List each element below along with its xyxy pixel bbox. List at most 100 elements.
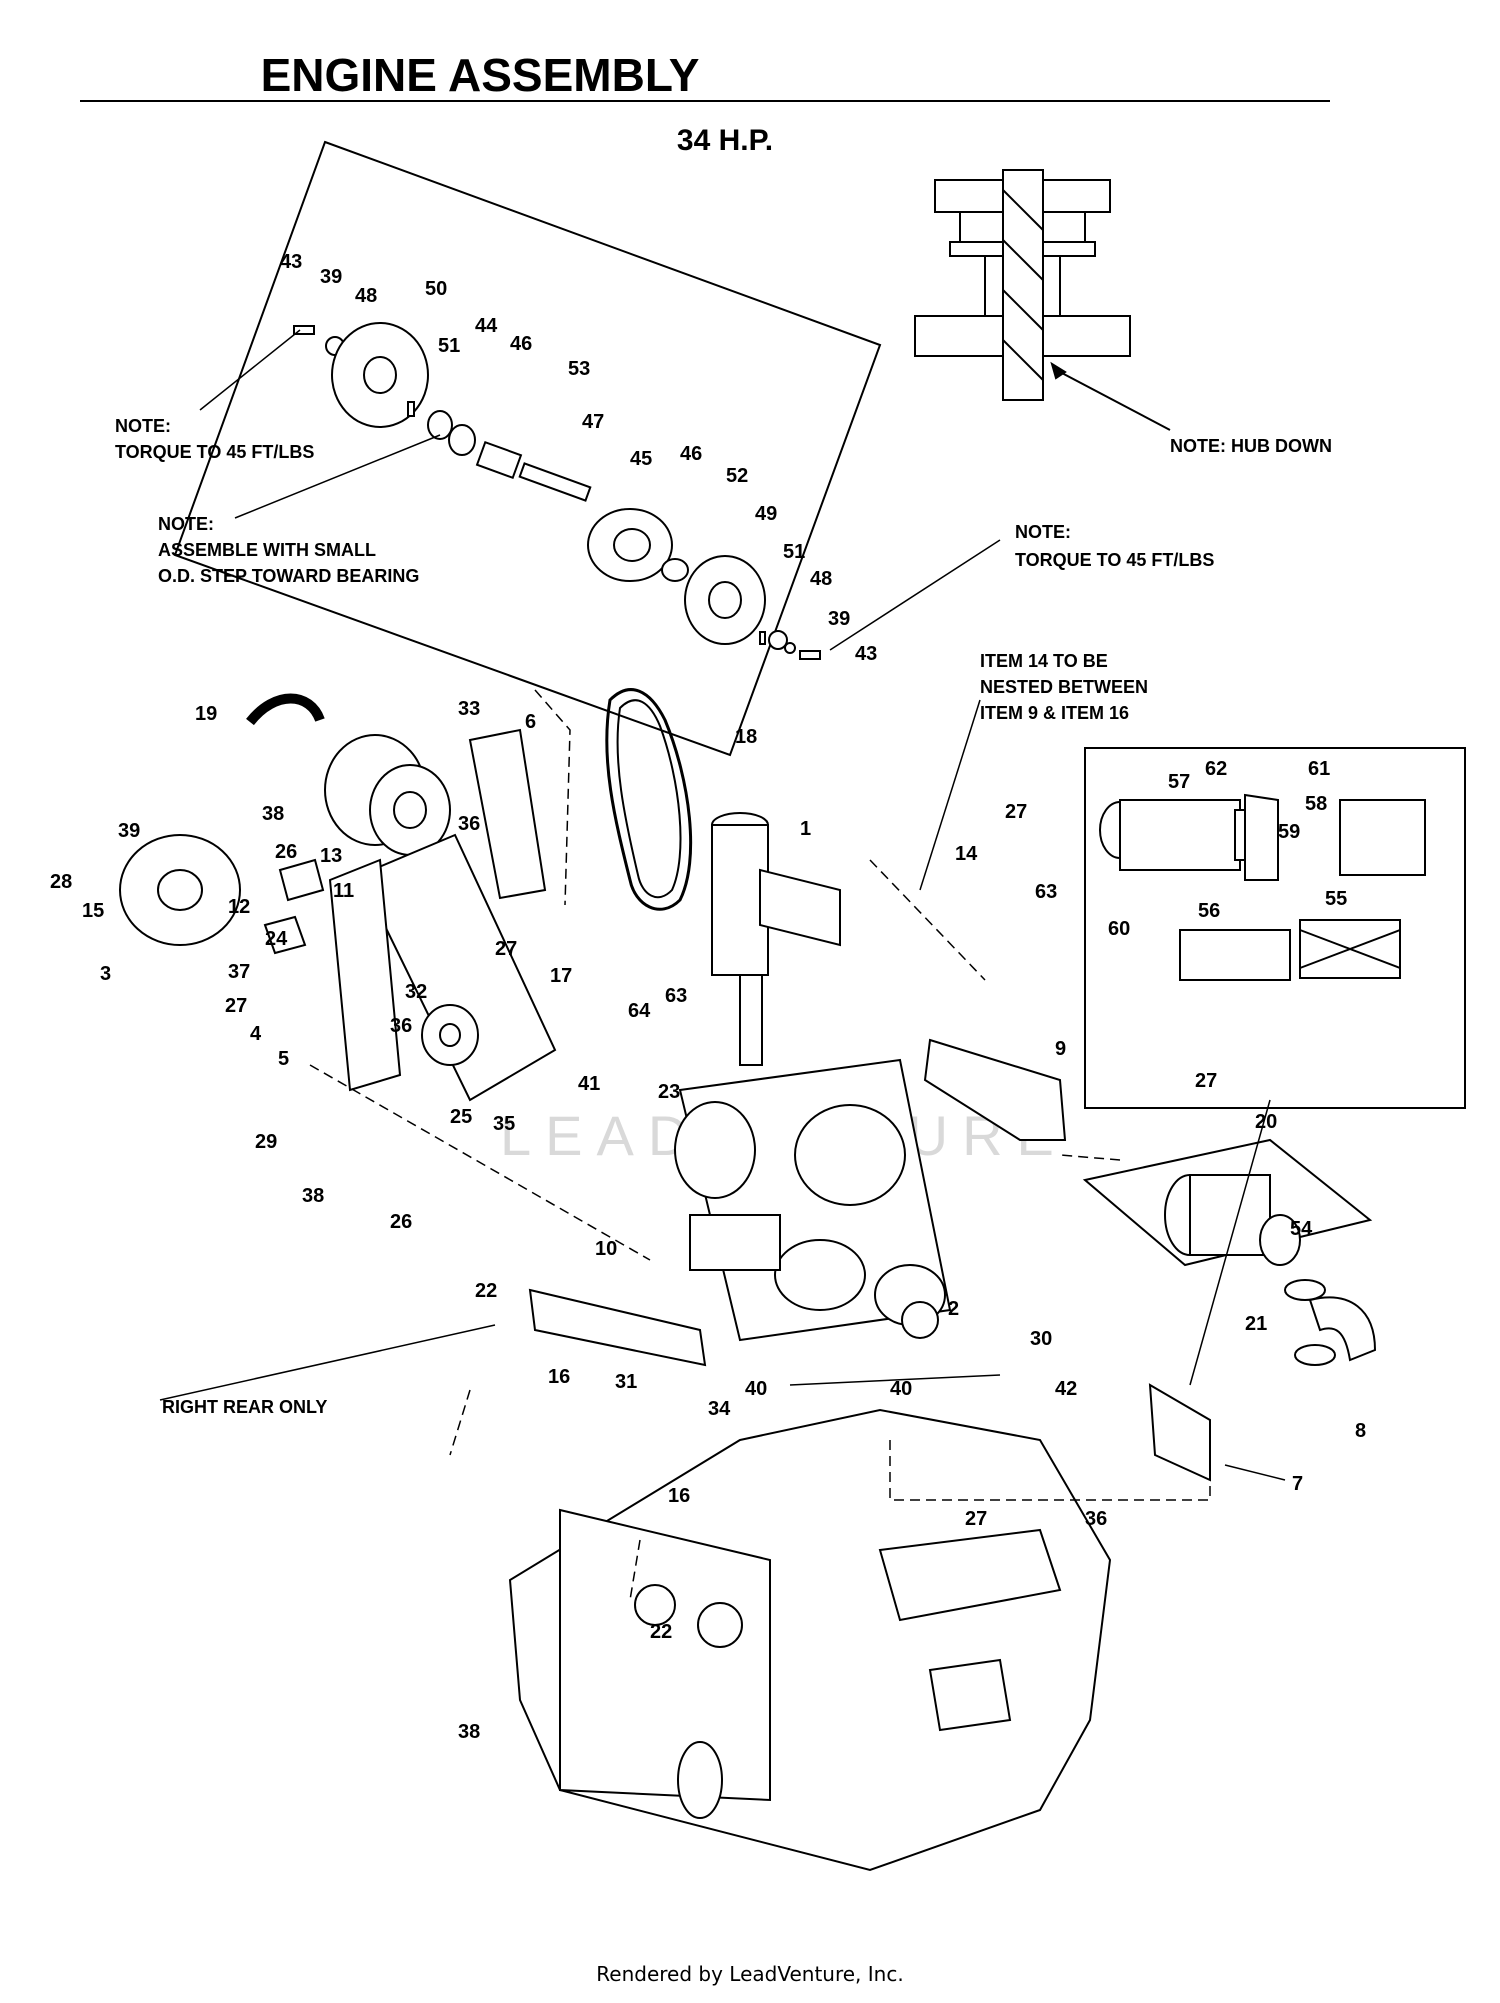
callout-7: 7 [1292,1473,1303,1495]
note-assemble-line1: NOTE: [158,514,214,534]
callout-1: 1 [800,818,811,840]
callout-23: 23 [658,1081,680,1103]
callout-33: 33 [458,698,480,720]
callout-38-c: 38 [458,1721,480,1743]
callout-17: 17 [550,965,572,987]
callout-5: 5 [278,1048,289,1070]
callout-61: 61 [1308,758,1330,780]
callout-39-right: 39 [828,608,850,630]
callout-40-a: 40 [745,1378,767,1400]
callout-16-a: 16 [548,1366,570,1388]
callout-24: 24 [265,928,288,950]
pulley-parts [293,322,821,660]
clutch-group [119,693,557,1102]
note-torque-top-line2: TORQUE TO 45 FT/LBS [115,442,314,462]
callout-26-a: 26 [275,841,297,863]
bracket-10 [528,1288,707,1367]
callout-27-e: 27 [965,1508,987,1530]
callout-63-a: 63 [1035,881,1057,903]
callout-22-a: 22 [475,1280,497,1302]
callout-16-b: 16 [668,1485,690,1507]
note-item14-line3: ITEM 9 & ITEM 16 [980,703,1129,723]
drive-belt [605,688,693,911]
note-assemble-line2: ASSEMBLE WITH SMALL [158,540,376,560]
callout-18: 18 [735,726,757,748]
callout-62: 62 [1205,758,1227,780]
callout-3: 3 [100,963,111,985]
callout-43-right: 43 [855,643,877,665]
leader-lines [159,329,1286,1481]
callout-48-top: 48 [355,285,377,307]
callout-22-b: 22 [650,1621,672,1643]
callout-49: 49 [755,503,777,525]
callout-2: 2 [948,1298,959,1320]
air-filter-box [1084,747,1466,1109]
callout-54: 54 [1290,1218,1313,1240]
engine-body [674,1058,952,1342]
note-torque-top-line1: NOTE: [115,416,171,436]
callout-29: 29 [255,1131,277,1153]
callout-55: 55 [1325,888,1347,910]
hub-cross-section [914,169,1171,431]
callout-47: 47 [582,411,604,433]
callout-40-b: 40 [890,1378,912,1400]
note-assemble-line3: O.D. STEP TOWARD BEARING [158,566,419,586]
callout-50: 50 [425,278,447,300]
note-item14-line2: NESTED BETWEEN [980,677,1148,697]
callout-38-a: 38 [262,803,284,825]
callout-56: 56 [1198,900,1220,922]
muffler [711,812,841,1066]
callout-44: 44 [475,315,498,337]
callout-51-top: 51 [438,335,460,357]
callout-8: 8 [1355,1420,1366,1442]
title-rule [80,100,1330,102]
callout-52: 52 [726,465,748,487]
callout-13: 13 [320,845,342,867]
callout-41: 41 [578,1073,600,1095]
air-cleaner-20 [1164,1174,1377,1366]
callout-27-c: 27 [495,938,517,960]
bracket-9 [923,1038,1067,1141]
note-torque-right-line2: TORQUE TO 45 FT/LBS [1015,550,1214,570]
air-cleaner-frame [1082,1138,1373,1267]
callout-51-right: 51 [783,541,805,563]
callout-57: 57 [1168,771,1190,793]
callout-9: 9 [1055,1038,1066,1060]
callout-36-a: 36 [458,813,480,835]
callout-6: 6 [525,711,536,733]
callout-21: 21 [1245,1313,1267,1335]
note-item14-line1: ITEM 14 TO BE [980,651,1108,671]
callout-25: 25 [450,1106,472,1128]
callout-46-top: 46 [510,333,532,355]
callout-48-right: 48 [810,568,832,590]
callout-26-b: 26 [390,1211,412,1233]
callout-15: 15 [82,900,104,922]
callout-28: 28 [50,871,72,893]
note-hub-down: NOTE: HUB DOWN [1170,436,1332,456]
callout-19: 19 [195,703,217,725]
callout-35: 35 [493,1113,515,1135]
callout-63-b: 63 [665,985,687,1007]
callout-60: 60 [1108,918,1130,940]
callout-39-top: 39 [320,266,342,288]
engine-assembly-diagram: LEADVENTURE [50,140,1466,1872]
callout-14: 14 [955,843,978,865]
bracket-7 [1148,1383,1211,1482]
dashed-alignment-lines [309,689,1211,1601]
callout-36-c: 36 [1085,1508,1107,1530]
footer-credit: Rendered by LeadVenture, Inc. [596,1962,904,1986]
callout-32: 32 [405,981,427,1003]
note-right-rear-only: RIGHT REAR ONLY [162,1397,327,1417]
callout-11: 11 [333,880,354,902]
callout-42: 42 [1055,1378,1077,1400]
page-title: ENGINE ASSEMBLY [260,49,700,101]
callout-36-b: 36 [390,1015,412,1037]
callout-37: 37 [228,961,250,983]
callout-39-left: 39 [118,820,140,842]
callout-45: 45 [630,448,652,470]
page-subtitle: 34 H.P. [676,124,774,157]
air-filter-parts [1099,793,1426,981]
frame-chassis [508,1408,1112,1872]
callout-46-mid: 46 [680,443,702,465]
callout-27-a: 27 [1005,801,1027,823]
